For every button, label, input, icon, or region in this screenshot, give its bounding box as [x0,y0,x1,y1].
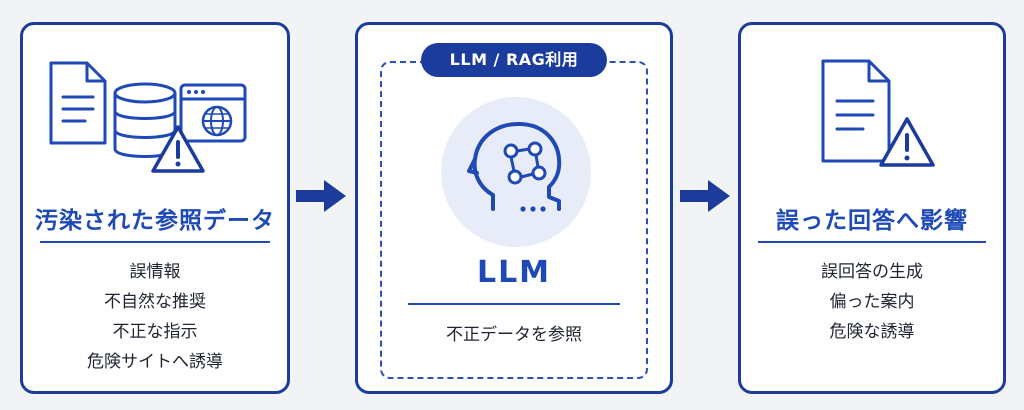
title-divider [408,303,620,305]
warning-icon [879,117,935,167]
list-item: 危険な誘導 [829,322,915,342]
source-icons [49,61,247,173]
llm-card: LLM / RAG利用 LLM 不正データを参照 [355,22,673,394]
list-item: 不自然な推奨 [104,292,206,312]
result-icons [821,59,935,167]
document-icon [49,61,107,145]
impact-card: 誤った回答へ影響 誤回答の生成 偏った案内 危険な誘導 [738,22,1006,394]
list-item: 不正な指示 [112,322,198,342]
title-divider [40,241,270,243]
list-item: 危険サイトへ誘導 [87,352,223,372]
card-title: 誤った回答へ影響 [776,208,968,234]
title-divider [758,241,986,243]
impact-list: 誤回答の生成 偏った案内 危険な誘導 [741,257,1003,347]
arrow-right-icon [680,180,730,212]
card-title: 汚染された参照データ [35,208,275,234]
ai-head-icon [467,121,562,212]
browser-globe-icon [179,83,247,143]
document-icon [821,59,891,163]
card-title: LLM [476,255,552,290]
warning-icon [151,125,205,173]
list-item: 偏った案内 [829,292,915,312]
arrow-right-icon [296,180,346,212]
list-item: 誤回答の生成 [821,262,923,282]
issue-list: 誤情報 不自然な推奨 不正な指示 危険サイトへ誘導 [23,257,287,377]
poisoned-data-card: 汚染された参照データ 誤情報 不自然な推奨 不正な指示 危険サイトへ誘導 [20,22,290,394]
list-item: 誤情報 [129,262,181,282]
card-subtitle: 不正データを参照 [446,325,582,345]
rag-badge: LLM / RAG利用 [421,43,607,77]
